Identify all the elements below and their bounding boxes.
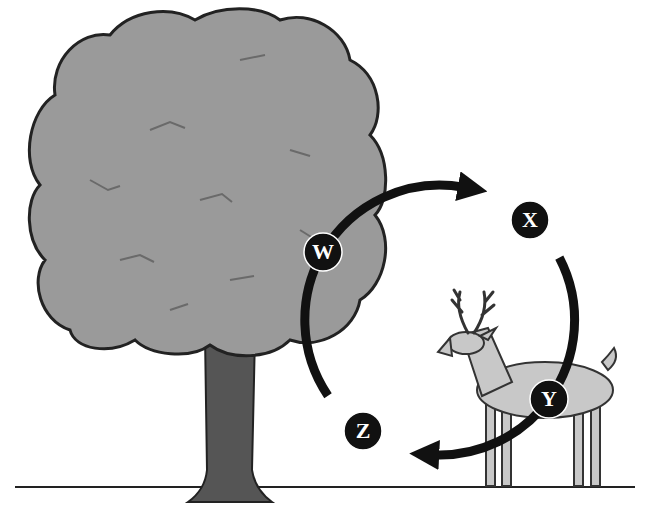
ground-line [15, 486, 635, 488]
circle-fill [304, 233, 342, 271]
node-letter: X [510, 200, 550, 240]
antler [452, 290, 468, 333]
leaf-mark [240, 55, 265, 60]
circle-fill [511, 201, 549, 239]
tree-crown [29, 9, 385, 356]
cycle-arrow [549, 258, 575, 399]
letter-circle: X [510, 200, 550, 240]
deer-antlers [452, 290, 494, 333]
leaf-mark [170, 304, 188, 310]
deer-tail [602, 348, 616, 370]
letter-circle: Z [343, 411, 383, 451]
circle-fill [344, 412, 382, 450]
antler [474, 292, 494, 333]
deer-snout [438, 338, 452, 356]
node-letter: Y [529, 379, 569, 419]
leaf-mark [200, 194, 232, 202]
node-letter: Z [343, 411, 383, 451]
deer-head [448, 332, 484, 354]
leaf-mark [120, 255, 154, 262]
circle-fill [530, 380, 568, 418]
cycle-arrow [323, 185, 464, 252]
letter-circle: Y [529, 379, 569, 419]
crown-texture [90, 55, 316, 310]
deer-ear [480, 328, 496, 340]
leaf-mark [230, 276, 254, 280]
leaf-mark [90, 180, 120, 190]
leaf-mark [290, 150, 310, 156]
letter-circle: W [303, 232, 343, 272]
cycle-arrow [305, 252, 328, 396]
deer-leg [591, 398, 600, 486]
leaf-mark [150, 122, 185, 130]
tree-trunk [188, 335, 272, 502]
deer [438, 328, 616, 486]
node-letter: W [303, 232, 343, 272]
